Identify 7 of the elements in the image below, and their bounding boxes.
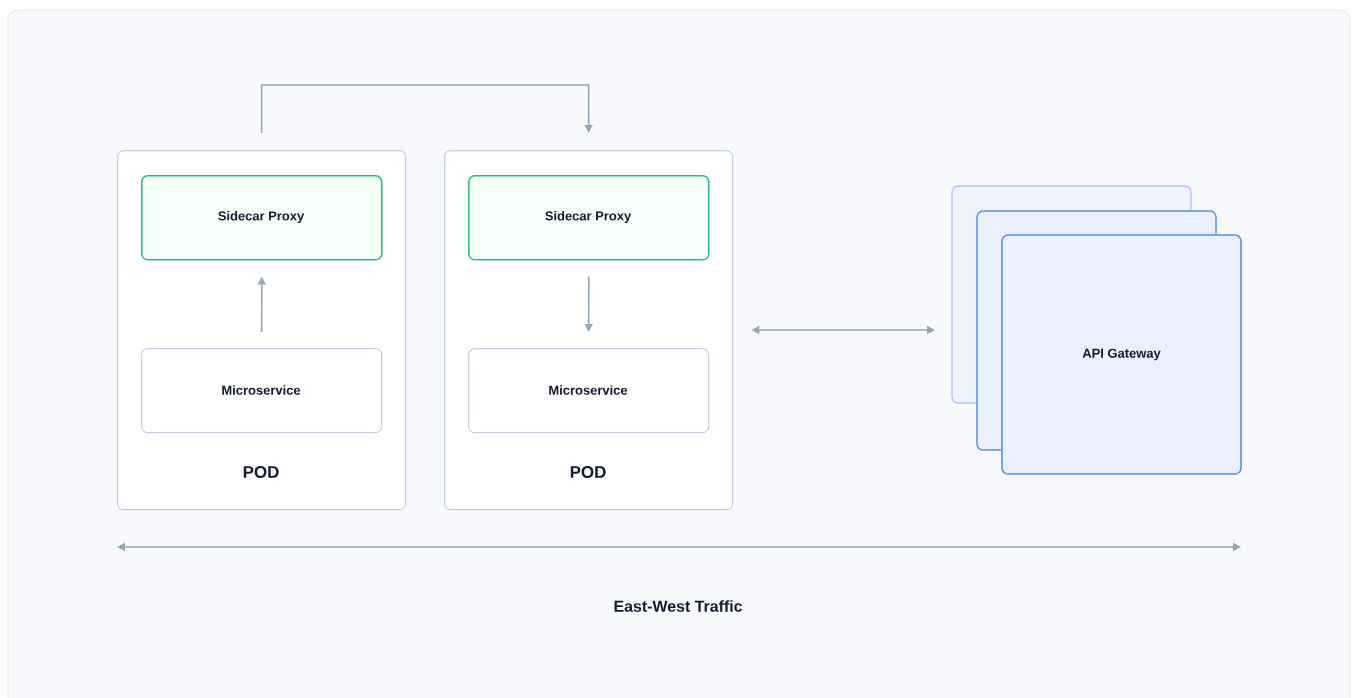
traffic-label: East-West Traffic [614,600,743,612]
proxy-box: Sidecar Proxy [141,175,383,261]
arrow [260,84,593,134]
proxy-box: Sidecar Proxy [468,175,710,261]
gateway-box: API Gateway [951,185,1242,475]
service-box: Microservice [468,348,710,434]
service-box: Microservice [141,348,383,434]
